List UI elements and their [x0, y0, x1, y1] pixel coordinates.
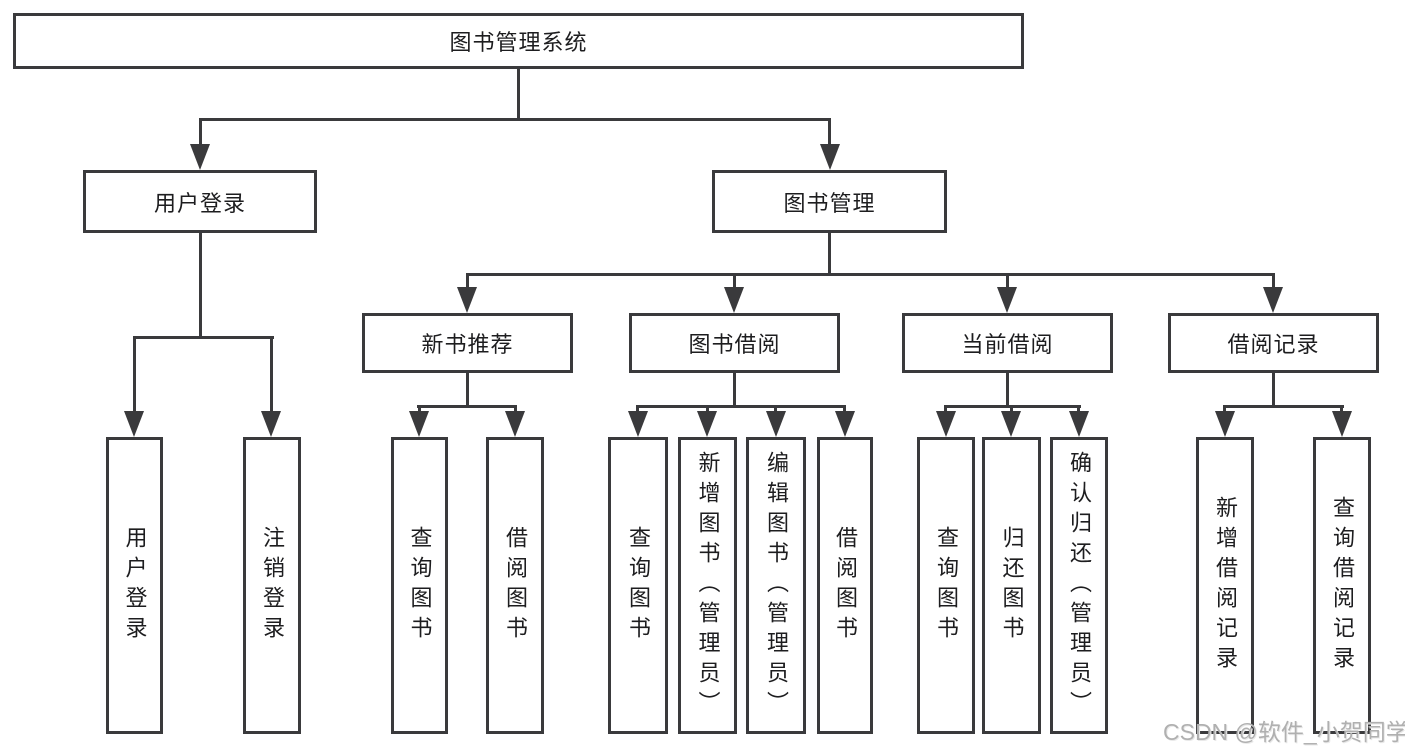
arrow-down-icon — [697, 411, 717, 437]
connector-line — [774, 405, 777, 413]
leaf-borrow-books-recommend-label: 借阅图书 — [503, 525, 528, 646]
leaf-edit-books-admin-label: 编辑图书（管理员） — [764, 450, 789, 721]
node-library-management-system-label: 图书管理系统 — [449, 30, 588, 55]
connector-line — [637, 405, 846, 408]
arrow-down-icon — [261, 411, 281, 437]
connector-line — [199, 233, 202, 339]
leaf-query-books-borrowing: 查询图书 — [608, 437, 668, 734]
connector-line — [199, 118, 831, 121]
connector-line — [733, 273, 736, 291]
leaf-logout: 注销登录 — [243, 437, 301, 734]
arrow-down-icon — [724, 287, 744, 313]
leaf-confirm-return-admin: 确认归还（管理员） — [1050, 437, 1108, 734]
connector-line — [1006, 273, 1009, 291]
connector-line — [843, 405, 846, 413]
arrow-down-icon — [820, 144, 840, 170]
node-new-book-recommendation: 新书推荐 — [362, 313, 573, 373]
leaf-query-books-current: 查询图书 — [917, 437, 975, 734]
leaf-add-books-admin: 新增图书（管理员） — [678, 437, 737, 734]
connector-line — [828, 118, 831, 146]
node-book-borrowing-label: 图书借阅 — [688, 332, 781, 357]
connector-line — [466, 273, 1275, 276]
csdn-watermark: CSDN @软件_小贺同学 — [1163, 719, 1405, 745]
arrow-down-icon — [1069, 411, 1089, 437]
connector-line — [706, 405, 709, 413]
arrow-down-icon — [628, 411, 648, 437]
leaf-query-books-recommend: 查询图书 — [391, 437, 448, 734]
arrow-down-icon — [997, 287, 1017, 313]
connector-line — [199, 118, 202, 146]
leaf-return-books-label: 归还图书 — [999, 525, 1025, 646]
leaf-query-books-current-label: 查询图书 — [934, 525, 959, 646]
connector-line — [1340, 405, 1343, 413]
connector-line — [1272, 273, 1275, 291]
arrow-down-icon — [457, 287, 477, 313]
connector-line — [1223, 405, 1226, 413]
connector-line — [1272, 373, 1275, 408]
arrow-down-icon — [835, 411, 855, 437]
arrow-down-icon — [124, 411, 144, 437]
connector-line — [133, 336, 136, 413]
connector-line — [636, 405, 639, 413]
connector-line — [944, 405, 947, 413]
node-current-borrowing-label: 当前借阅 — [961, 332, 1054, 357]
leaf-query-books-recommend-label: 查询图书 — [407, 525, 433, 646]
leaf-edit-books-admin: 编辑图书（管理员） — [746, 437, 806, 734]
leaf-query-books-borrowing-label: 查询图书 — [626, 525, 651, 646]
leaf-return-books: 归还图书 — [982, 437, 1041, 734]
leaf-borrow-books-label: 借阅图书 — [833, 525, 858, 646]
connector-line — [514, 405, 517, 413]
leaf-add-books-admin-label: 新增图书（管理员） — [695, 450, 721, 721]
arrow-down-icon — [1332, 411, 1352, 437]
connector-line — [517, 68, 520, 121]
arrow-down-icon — [766, 411, 786, 437]
node-library-management-system: 图书管理系统 — [13, 13, 1024, 69]
arrow-down-icon — [409, 411, 429, 437]
arrow-down-icon — [1001, 411, 1021, 437]
connector-line — [1006, 373, 1009, 408]
connector-line — [270, 336, 273, 413]
arrow-down-icon — [505, 411, 525, 437]
connector-line — [466, 273, 469, 291]
leaf-borrow-books: 借阅图书 — [817, 437, 873, 734]
connector-line — [133, 336, 274, 339]
arrow-down-icon — [1215, 411, 1235, 437]
node-user-login: 用户登录 — [83, 170, 317, 233]
node-current-borrowing: 当前借阅 — [902, 313, 1113, 373]
leaf-add-borrow-record-label: 新增借阅记录 — [1213, 495, 1238, 676]
node-borrowing-records: 借阅记录 — [1168, 313, 1379, 373]
node-book-management-label: 图书管理 — [783, 190, 876, 216]
connector-line — [828, 233, 831, 276]
node-book-management: 图书管理 — [712, 170, 947, 233]
arrow-down-icon — [190, 144, 210, 170]
node-user-login-label: 用户登录 — [153, 190, 246, 216]
leaf-query-borrow-record-label: 查询借阅记录 — [1330, 495, 1355, 676]
connector-line — [1010, 405, 1013, 413]
node-book-borrowing: 图书借阅 — [629, 313, 840, 373]
leaf-logout-label: 注销登录 — [260, 525, 285, 646]
connector-line — [733, 373, 736, 408]
connector-line — [945, 405, 1081, 408]
connector-line — [418, 405, 421, 413]
node-borrowing-records-label: 借阅记录 — [1227, 332, 1320, 357]
connector-line — [466, 373, 469, 408]
leaf-user-login-label: 用户登录 — [122, 525, 148, 646]
leaf-user-login: 用户登录 — [106, 437, 163, 734]
connector-line — [417, 405, 516, 408]
leaf-query-borrow-record: 查询借阅记录 — [1313, 437, 1371, 734]
connector-line — [1224, 405, 1344, 408]
leaf-confirm-return-admin-label: 确认归还（管理员） — [1067, 450, 1092, 721]
connector-line — [1077, 405, 1080, 413]
leaf-borrow-books-recommend: 借阅图书 — [486, 437, 544, 734]
node-new-book-recommendation-label: 新书推荐 — [421, 332, 514, 357]
leaf-add-borrow-record: 新增借阅记录 — [1196, 437, 1254, 734]
arrow-down-icon — [1263, 287, 1283, 313]
arrow-down-icon — [936, 411, 956, 437]
